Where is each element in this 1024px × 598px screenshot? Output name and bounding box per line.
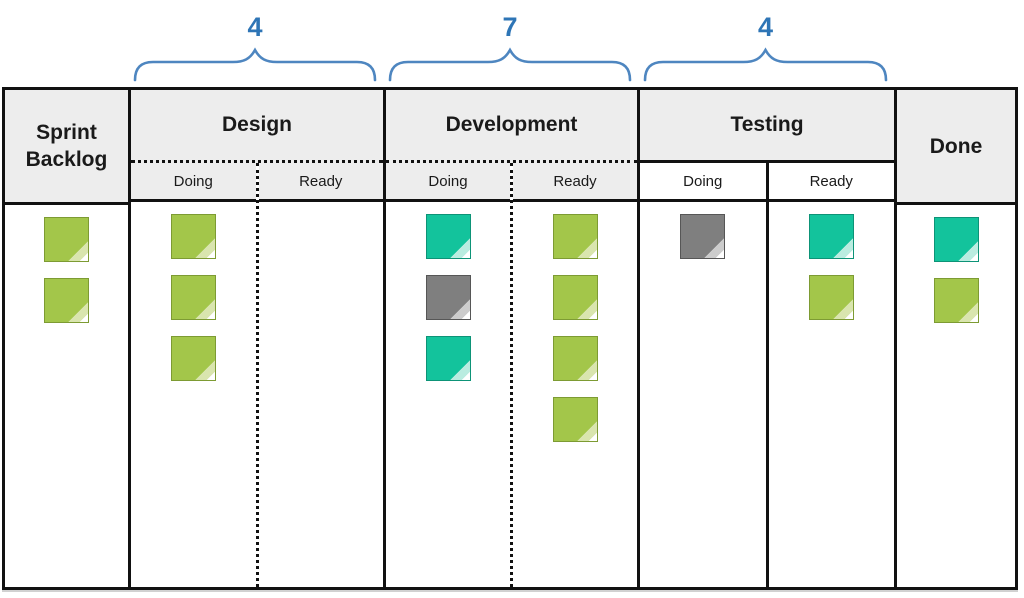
column-testing: Testing Doing Ready — [637, 90, 894, 587]
subcolumn-label: Ready — [258, 163, 383, 202]
subcolumn-development-ready: Ready — [510, 163, 637, 587]
column-title: Done — [897, 90, 1015, 205]
notes-area-testing-doing — [640, 202, 766, 587]
sticky-note-teal — [425, 336, 471, 381]
sticky-note-green — [44, 217, 89, 262]
subcolumn-testing-doing: Doing — [640, 163, 766, 587]
sticky-note-gray — [425, 275, 471, 320]
column-title: Design — [131, 90, 383, 163]
wip-limit-number-testing: 4 — [757, 12, 774, 42]
wip-limit-testing: 4 — [643, 12, 888, 82]
notes-area-sprint-backlog — [5, 205, 128, 587]
brace-icon — [133, 47, 377, 82]
column-design: Design Doing Ready — [128, 90, 383, 587]
subcolumn-label: Doing — [640, 163, 766, 202]
development-subcolumns: Doing Ready — [386, 163, 637, 587]
wip-limit-number-design: 4 — [247, 12, 263, 42]
notes-area-design-ready — [258, 202, 383, 587]
sticky-note-green — [552, 397, 598, 442]
sticky-note-green — [170, 214, 216, 259]
subcolumn-label: Ready — [513, 163, 637, 202]
notes-area-done — [897, 205, 1015, 587]
wip-limit-development: 7 — [388, 12, 632, 82]
column-sprint-backlog: Sprint Backlog — [5, 90, 128, 587]
column-done: Done — [894, 90, 1015, 587]
notes-area-development-doing — [386, 202, 510, 587]
notes-area-testing-ready — [768, 202, 894, 587]
column-development: Development Doing Ready — [383, 90, 637, 587]
sticky-note-green — [552, 275, 598, 320]
sticky-note-green — [170, 336, 216, 381]
subcolumn-label: Doing — [386, 163, 510, 202]
sticky-note-teal — [425, 214, 471, 259]
subcolumn-development-doing: Doing — [386, 163, 510, 587]
subcolumn-design-ready: Ready — [255, 163, 383, 587]
subcolumn-testing-ready: Ready — [765, 163, 894, 587]
sticky-note-gray — [680, 214, 726, 259]
sticky-note-teal — [933, 217, 979, 262]
subcolumn-label: Doing — [131, 163, 256, 202]
brace-icon — [388, 47, 632, 82]
design-subcolumns: Doing Ready — [131, 163, 383, 587]
column-title: Sprint Backlog — [5, 90, 128, 205]
notes-area-development-ready — [513, 202, 637, 587]
wip-limit-number-development: 7 — [502, 12, 518, 42]
notes-area-design-doing — [131, 202, 256, 587]
sticky-note-green — [552, 336, 598, 381]
subcolumn-design-doing: Doing — [131, 163, 256, 587]
brace-icon — [643, 47, 888, 82]
sticky-note-green — [44, 278, 89, 323]
column-title: Testing — [640, 90, 894, 163]
sticky-note-green — [933, 278, 979, 323]
wip-limit-design: 4 — [133, 12, 377, 82]
sticky-note-teal — [808, 214, 854, 259]
sticky-note-green — [808, 275, 854, 320]
kanban-board: Sprint Backlog Design Doing Ready Develo… — [2, 87, 1018, 590]
testing-subcolumns: Doing Ready — [640, 163, 894, 587]
wip-limits-row: 4 7 4 — [0, 0, 1024, 87]
column-title: Development — [386, 90, 637, 163]
sticky-note-green — [552, 214, 598, 259]
sticky-note-green — [170, 275, 216, 320]
subcolumn-label: Ready — [768, 163, 894, 202]
